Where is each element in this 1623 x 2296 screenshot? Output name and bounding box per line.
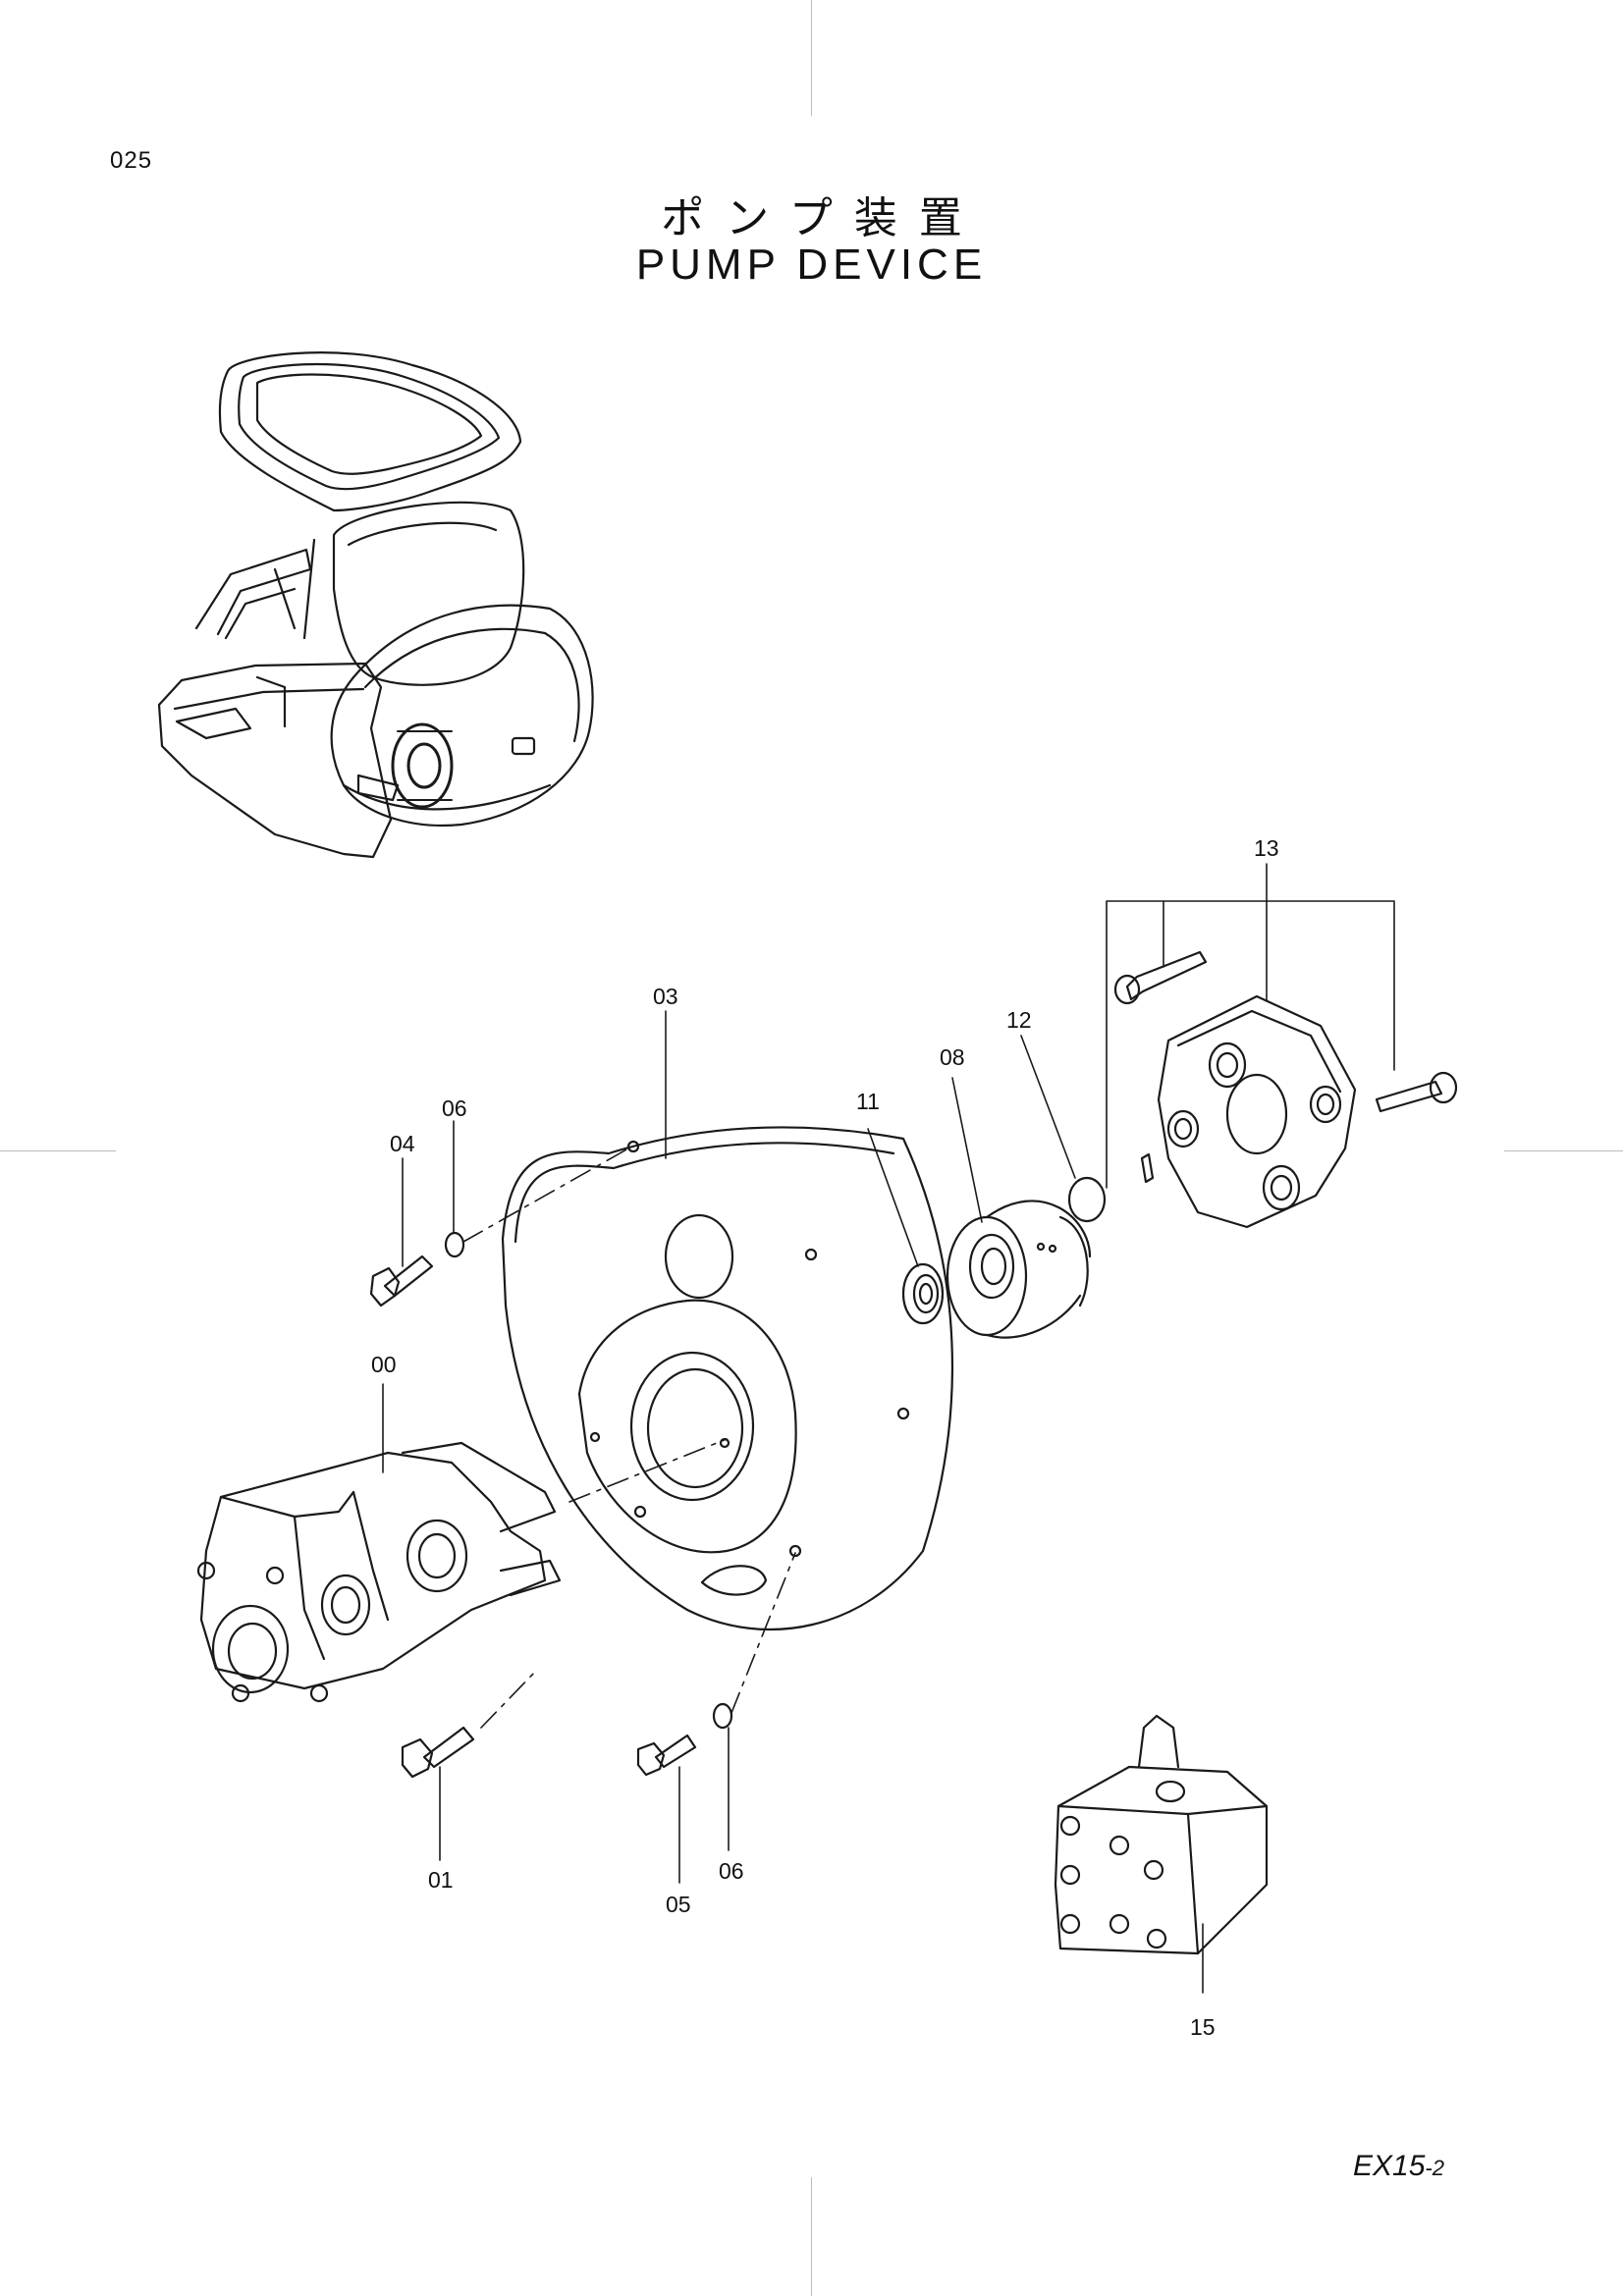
callout-11: 11 (856, 1089, 880, 1114)
callout-15: 15 (1190, 2014, 1216, 2040)
callout-03: 03 (653, 984, 678, 1009)
callout-08: 08 (940, 1044, 965, 1070)
plate-bolt-lower (636, 1734, 697, 1777)
mounting-plate (501, 1126, 954, 1631)
callout-13: 13 (1254, 835, 1279, 861)
crop-mark-left (0, 1150, 116, 1151)
model-name: EX15 (1353, 2150, 1426, 2182)
gear-pump (196, 1441, 562, 1703)
callout-labels: 03 06 04 00 01 05 06 11 08 12 13 15 (371, 835, 1279, 2040)
page-number: 025 (110, 147, 153, 174)
machine-overview (157, 351, 594, 859)
callout-05: 05 (666, 1892, 691, 1917)
model-code: EX15-2 (1353, 2150, 1444, 2183)
callout-06-upper: 06 (442, 1095, 467, 1121)
callout-00: 00 (371, 1352, 397, 1377)
coupling (1106, 900, 1458, 1229)
leader-lines (382, 863, 1268, 1994)
callout-12: 12 (1006, 1007, 1032, 1033)
crop-mark-bottom (811, 2177, 812, 2296)
page-title-japanese: ポンプ装置 (661, 193, 984, 243)
crop-mark-right (1504, 1150, 1623, 1151)
callout-06-lower: 06 (719, 1858, 744, 1884)
pump-alt-view (1054, 1714, 1269, 1955)
hub (946, 1200, 1092, 1339)
callout-04: 04 (390, 1131, 415, 1156)
lock-washer-lower (712, 1702, 733, 1730)
lock-washer-upper (444, 1231, 465, 1258)
oil-seal (901, 1262, 945, 1325)
page-title-english: PUMP DEVICE (635, 240, 988, 289)
model-suffix: -2 (1425, 2156, 1444, 2180)
crop-mark-top (811, 0, 812, 116)
plate-bolt-upper (369, 1255, 434, 1308)
callout-01: 01 (428, 1867, 454, 1893)
snap-ring (1067, 1176, 1107, 1223)
assembly-lines (462, 1148, 796, 1729)
pump-mounting-bolt (401, 1726, 475, 1779)
